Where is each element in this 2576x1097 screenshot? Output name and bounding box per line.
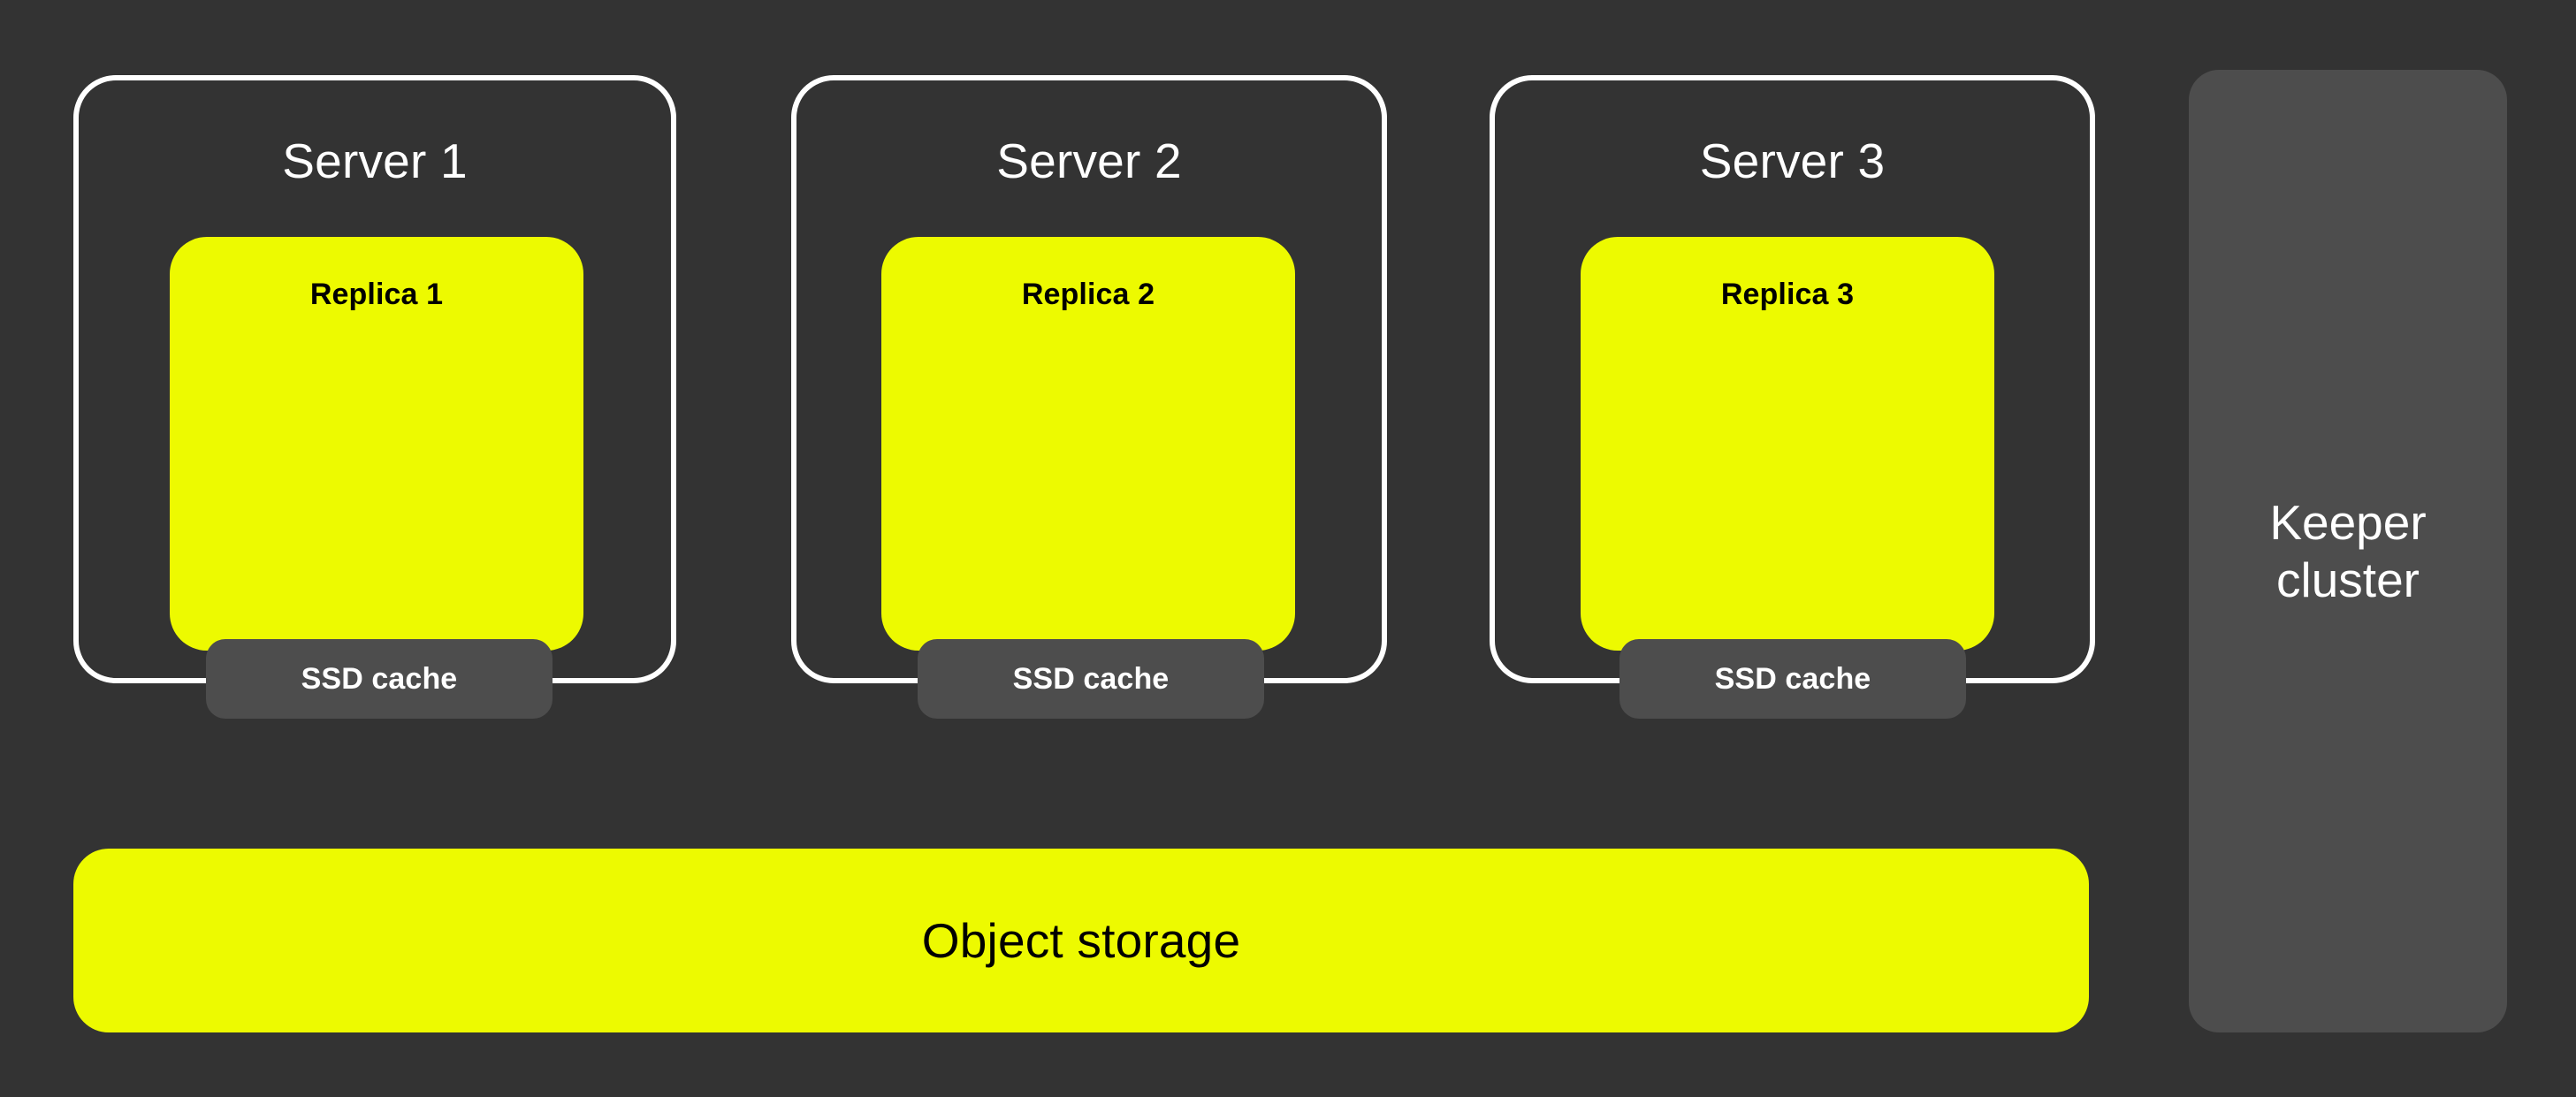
object-storage-bar[interactable]: Object storage xyxy=(73,849,2089,1032)
replica-label-1: Replica 1 xyxy=(309,278,444,311)
keeper-cluster-panel[interactable]: Keeper cluster xyxy=(2189,70,2507,1032)
ssd-cache-label-1: SSD cache xyxy=(301,662,458,696)
ssd-cache-label-3: SSD cache xyxy=(1714,662,1871,696)
keeper-cluster-label: Keeper cluster xyxy=(2269,495,2427,607)
object-storage-label: Object storage xyxy=(921,912,1241,968)
ssd-cache-label-2: SSD cache xyxy=(1012,662,1170,696)
replica-box-1[interactable]: Replica 1 xyxy=(170,237,583,651)
server-title-3: Server 3 xyxy=(1699,133,1886,188)
replica-label-2: Replica 2 xyxy=(1021,278,1155,311)
replica-label-3: Replica 3 xyxy=(1720,278,1855,311)
server-title-2: Server 2 xyxy=(996,133,1182,188)
server-title-1: Server 1 xyxy=(282,133,468,188)
replica-box-3[interactable]: Replica 3 xyxy=(1581,237,1994,651)
ssd-cache-chip-2[interactable]: SSD cache xyxy=(918,639,1264,719)
replica-box-2[interactable]: Replica 2 xyxy=(881,237,1295,651)
ssd-cache-chip-3[interactable]: SSD cache xyxy=(1620,639,1966,719)
ssd-cache-chip-1[interactable]: SSD cache xyxy=(206,639,553,719)
